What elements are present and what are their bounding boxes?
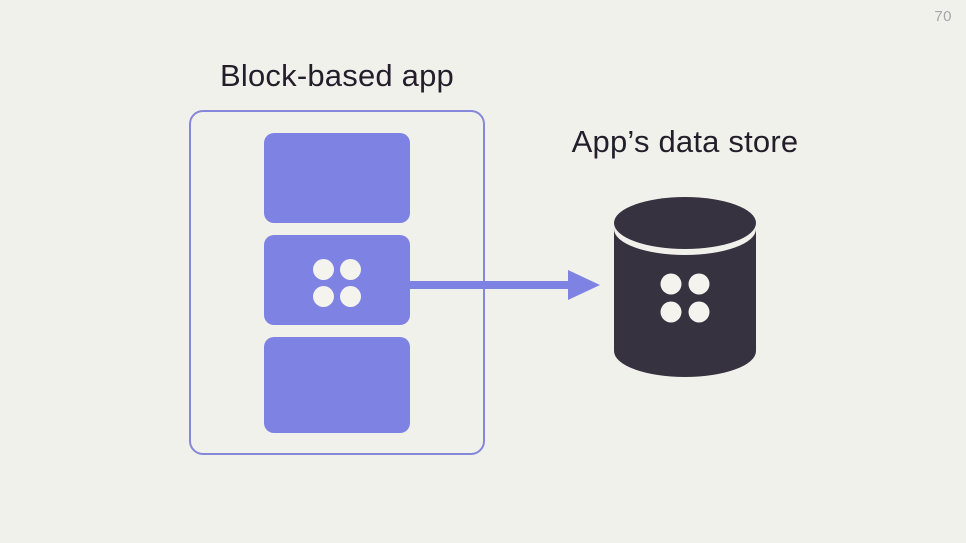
arrow-right-icon [410,270,600,300]
dot [340,259,361,280]
dot [340,286,361,307]
app-outline-box [189,110,485,455]
data-store-label: App’s data store [571,124,799,159]
database-cylinder-icon [614,197,756,377]
app-block-bottom [264,337,410,433]
dots-2x2-icon [313,259,361,307]
dot [313,286,334,307]
dot [313,259,334,280]
block-based-app-title: Block-based app [220,58,454,93]
app-block-middle [264,235,410,325]
page-number: 70 [934,8,952,25]
app-block-top [264,133,410,223]
